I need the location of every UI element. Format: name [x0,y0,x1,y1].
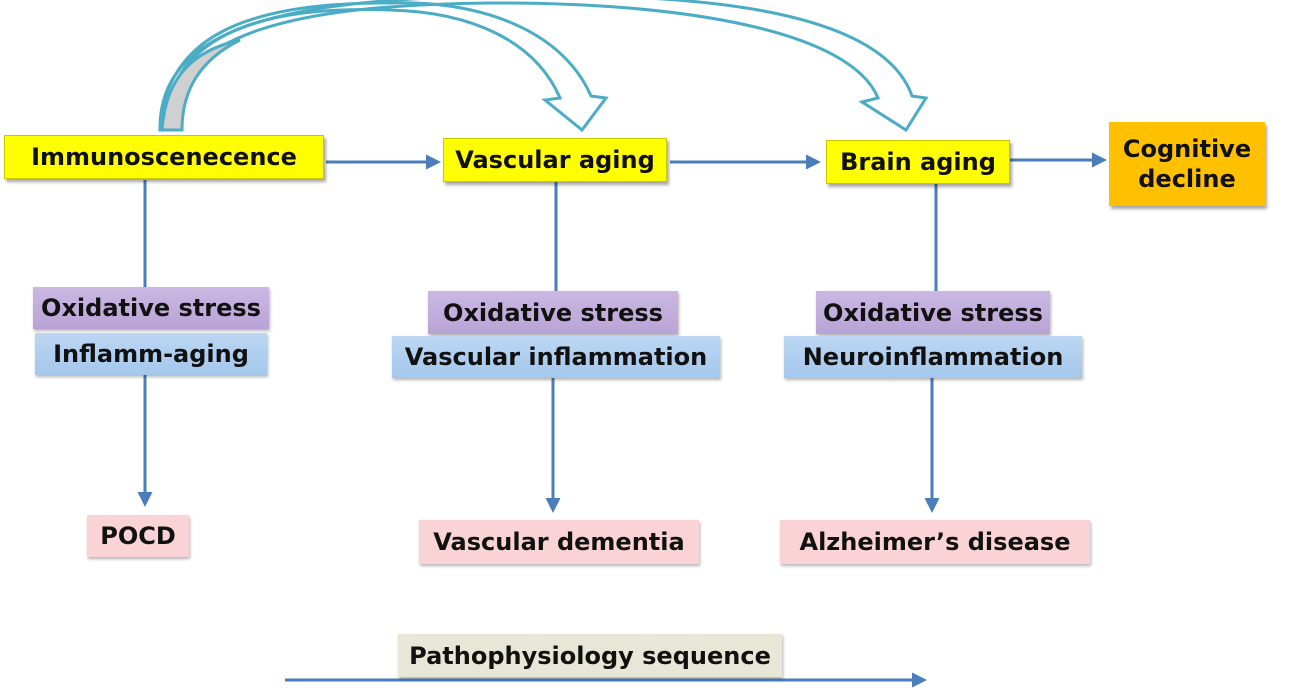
stage-cognitive-decline: Cognitive decline [1109,122,1265,206]
neuroinflammation: Neuroinflammation [784,336,1082,378]
stage-vascular-aging: Vascular aging [443,138,667,182]
curved-arrow-to-brain-aging [158,0,929,133]
outcome-vascular-dementia: Vascular dementia [419,520,699,564]
outcome-alzheimers-disease: Alzheimer’s disease [780,520,1090,564]
immuno-oxidative-stress: Oxidative stress [33,287,269,329]
curved-arrow-body [160,38,241,132]
vascular-inflammation: Vascular inflammation [392,336,720,378]
pathophysiology-sequence-label: Pathophysiology sequence [398,634,782,677]
outcome-pocd: POCD [87,515,189,557]
curved-arrow-to-vascular-aging [158,1,609,133]
vascular-oxidative-stress: Oxidative stress [428,291,678,334]
stage-brain-aging: Brain aging [826,140,1010,184]
immuno-inflamm-aging: Inflamm-aging [35,333,267,375]
brain-oxidative-stress: Oxidative stress [816,291,1050,334]
stage-immunosenescence: Immunoscenecence [4,135,324,179]
